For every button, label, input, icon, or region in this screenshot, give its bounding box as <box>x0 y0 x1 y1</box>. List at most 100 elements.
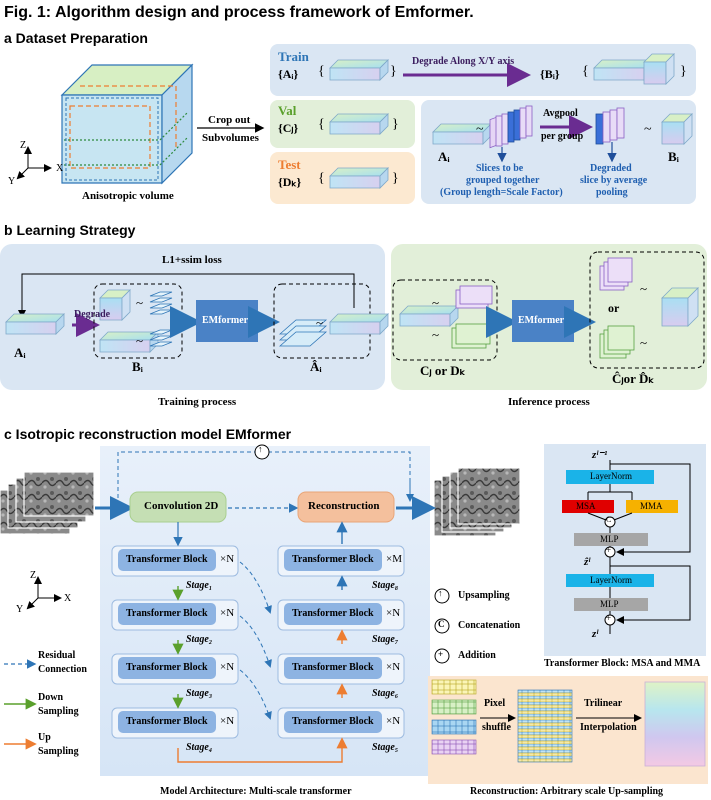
recon-label: Reconstruction <box>308 500 380 512</box>
train-panel <box>270 44 696 96</box>
upsample-caption: Reconstruction: Arbitrary scale Up-sampl… <box>470 786 664 797</box>
brace-close-1: } <box>390 64 397 79</box>
legend-add-symbol: + <box>438 649 444 659</box>
legend-up-1: Up <box>38 732 51 743</box>
z-hat-label: ẑˡ <box>584 556 591 568</box>
train-a-label: Aᵢ <box>14 345 26 360</box>
b-tilde-2: ~ <box>136 333 144 348</box>
section-c-heading: c Isotropic reconstruction model EMforme… <box>4 426 292 442</box>
legend-residual-2: Connection <box>38 664 87 675</box>
encoder-blocks <box>111 545 239 739</box>
block-5-n: ×N <box>386 715 401 727</box>
legend-up-2: Sampling <box>38 746 79 757</box>
decoder-blocks <box>277 545 405 739</box>
block-1-label: Transformer Block <box>126 554 208 565</box>
em-input-stack <box>0 471 95 535</box>
emformer-box-train <box>196 300 258 342</box>
detail-b-label: Bᵢ <box>668 149 679 164</box>
brace-open-4: { <box>318 171 325 186</box>
transformer-detail-caption: Transformer Block: MSA and MMA <box>544 658 701 669</box>
ahat-stack <box>278 319 328 347</box>
block-8-label: Transformer Block <box>292 554 374 565</box>
train-set: {Aᵢ} <box>278 67 299 81</box>
val-label: Val <box>278 103 297 118</box>
mlp-2: MLP <box>600 599 619 609</box>
emformer-box-infer <box>512 300 574 342</box>
crop-label-1: Crop out <box>208 114 251 126</box>
figure-title: Fig. 1: Algorithm design and process fra… <box>4 4 474 21</box>
legend-upsampling: Upsampling <box>458 590 510 601</box>
brace-close-2: } <box>680 64 687 79</box>
block-4-label: Transformer Block <box>126 716 208 727</box>
brace-open-2: { <box>582 64 589 79</box>
stage-8-label: Stage₈ <box>372 580 399 591</box>
stage-4-label: Stage₄ <box>186 742 213 753</box>
upsample-diagram <box>431 679 706 767</box>
msa-label: MSA <box>576 501 596 511</box>
degraded-note-2: slice by average <box>580 175 648 186</box>
block-6-label: Transformer Block <box>292 662 374 673</box>
or-label: or <box>608 301 620 315</box>
inference-output-stacks <box>599 257 699 359</box>
detail-tilde-2: ~ <box>644 122 652 137</box>
layernorm-1: LayerNorm <box>590 471 632 481</box>
train-b-label: Bᵢ <box>132 359 143 374</box>
degrade-label: Degrade <box>74 309 111 320</box>
add-op-1: + <box>606 545 612 555</box>
inference-caption: Inference process <box>508 396 590 408</box>
inf-tilde-1: ~ <box>432 295 440 310</box>
degraded-slices <box>595 107 625 145</box>
block-3-label: Transformer Block <box>126 662 208 673</box>
block-7-label: Transformer Block <box>292 608 374 619</box>
b-tilde-1: ~ <box>136 295 144 310</box>
degrade-xy-label: Degrade Along X/Y axis <box>412 56 515 67</box>
legend-down-2: Sampling <box>38 706 79 717</box>
em-output-stack <box>433 467 521 537</box>
block-1-n: ×N <box>220 553 235 565</box>
legend-down-1: Down <box>38 692 64 703</box>
axis-x-a: X <box>56 163 64 174</box>
loss-label: L1+ssim loss <box>162 254 222 266</box>
degraded-note-1: Degraded <box>590 163 632 174</box>
legend-up-symbol: ↑ <box>438 588 443 598</box>
axis-y-a: Y <box>8 176 16 187</box>
legend-concat-symbol: C <box>438 619 445 629</box>
axes-a <box>16 146 52 180</box>
avgpool-label-2: per group <box>541 131 584 142</box>
block-5-label: Transformer Block <box>292 716 374 727</box>
inf-tilde-4: ~ <box>640 335 648 350</box>
brace-close-3: } <box>392 117 399 132</box>
emformer-label-infer: EMformer <box>518 315 565 326</box>
slices-note-1: Slices to be <box>476 163 524 174</box>
anisotropic-volume-cube <box>60 63 194 185</box>
test-set: {Dₖ} <box>278 175 302 189</box>
volume-label: Anisotropic volume <box>82 190 174 202</box>
inference-in-label: Cⱼ or Dₖ <box>420 363 466 378</box>
inference-out-label: Ĉⱼor D̂ₖ <box>612 371 654 386</box>
slices-note-3: (Group length=Scale Factor) <box>440 187 563 198</box>
inf-tilde-2: ~ <box>432 327 440 342</box>
axis-z-c: Z <box>30 570 37 581</box>
train-out-set: {Bᵢ} <box>540 67 560 81</box>
tri-label-1: Trilinear <box>584 698 623 709</box>
top-up-symbol: ↑ <box>258 444 263 454</box>
inference-input-box <box>392 279 498 361</box>
block-7-n: ×N <box>386 607 401 619</box>
degraded-note-3: pooling <box>596 187 628 198</box>
legend-addition: Addition <box>458 650 496 661</box>
block-4-n: ×N <box>220 715 235 727</box>
slices-note-2: grouped together <box>466 175 540 186</box>
stage-3-label: Stage₃ <box>186 688 213 699</box>
detail-a-label: Aᵢ <box>438 149 450 164</box>
detail-tilde-1: ~ <box>476 122 484 137</box>
z-out-label: zˡ <box>592 628 599 640</box>
inf-tilde-3: ~ <box>640 281 648 296</box>
pixel-label-1: Pixel <box>484 698 506 709</box>
slice-stack <box>489 105 533 149</box>
stage-6-label: Stage₆ <box>372 688 399 699</box>
stage-7-label: Stage₇ <box>372 634 399 645</box>
train-ahat-label: Âᵢ <box>310 359 322 374</box>
inference-output-box <box>589 251 705 369</box>
add-op-2: + <box>606 613 612 623</box>
stage-5-label: Stage₅ <box>372 742 399 753</box>
